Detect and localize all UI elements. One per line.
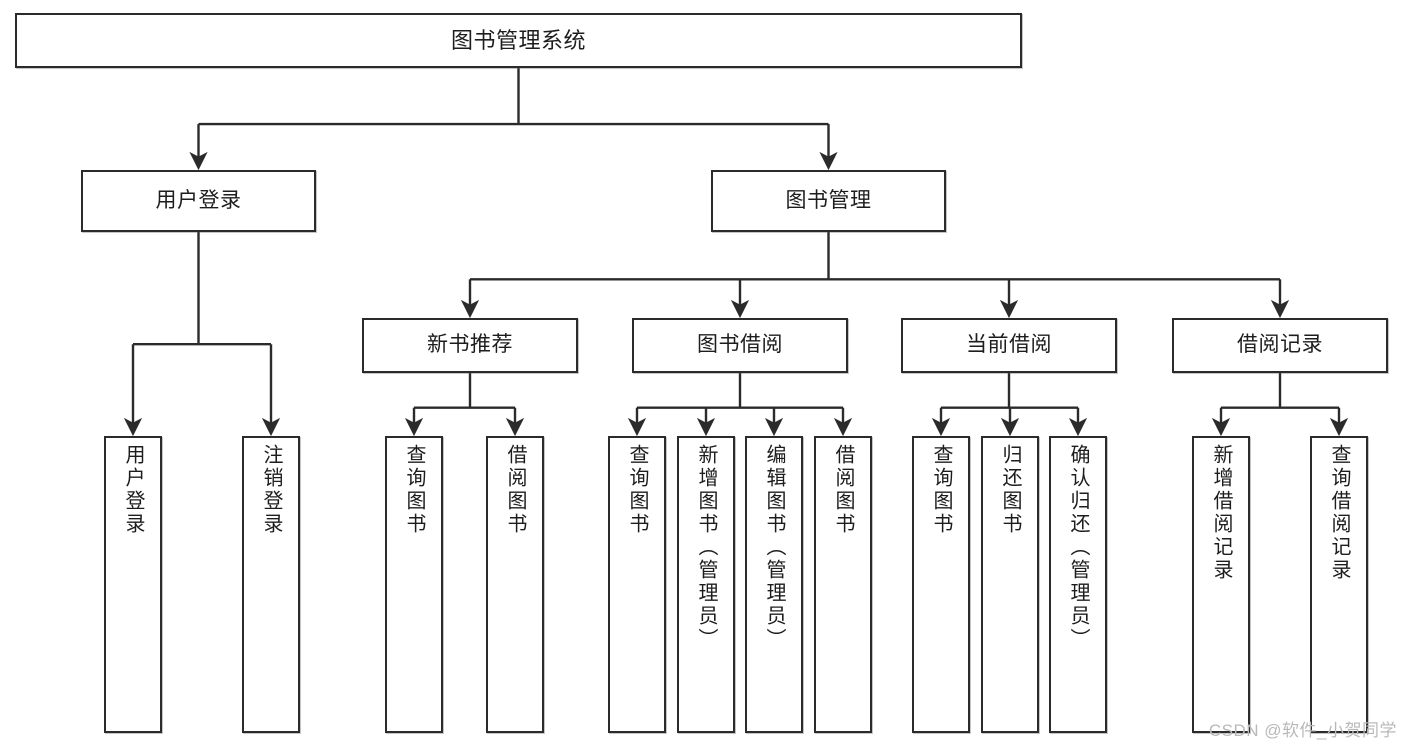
node-leaf-query-record-label: 查询借阅记录 xyxy=(1328,444,1350,582)
node-leaf-add-book-label: 新增图书（管理员） xyxy=(695,444,717,651)
node-book-borrow[interactable]: 图书借阅 xyxy=(632,318,848,373)
node-leaf-logout-label: 注销登录 xyxy=(260,444,282,536)
node-leaf-return-book-label: 归还图书 xyxy=(999,444,1021,536)
node-leaf-borrow-book-1[interactable]: 借阅图书 xyxy=(486,436,544,733)
node-leaf-logout[interactable]: 注销登录 xyxy=(242,436,300,733)
node-leaf-return-book[interactable]: 归还图书 xyxy=(981,436,1039,733)
node-root[interactable]: 图书管理系统 xyxy=(15,13,1022,68)
node-leaf-borrow-book-1-label: 借阅图书 xyxy=(504,444,526,536)
node-book-borrow-label: 图书借阅 xyxy=(697,333,783,357)
node-leaf-add-record[interactable]: 新增借阅记录 xyxy=(1192,436,1250,733)
node-current-borrow[interactable]: 当前借阅 xyxy=(901,318,1117,373)
node-leaf-query-book-3-label: 查询图书 xyxy=(930,444,952,536)
node-user-login[interactable]: 用户登录 xyxy=(81,170,316,232)
node-leaf-query-book-1-label: 查询图书 xyxy=(403,444,425,536)
node-current-borrow-label: 当前借阅 xyxy=(966,333,1052,357)
node-leaf-user-login-label: 用户登录 xyxy=(122,444,144,536)
node-leaf-confirm-return-label: 确认归还（管理员） xyxy=(1067,444,1089,651)
node-leaf-query-book-1[interactable]: 查询图书 xyxy=(385,436,443,733)
node-leaf-user-login[interactable]: 用户登录 xyxy=(104,436,162,733)
node-leaf-add-record-label: 新增借阅记录 xyxy=(1210,444,1232,582)
node-root-label: 图书管理系统 xyxy=(450,27,586,53)
node-new-book-recommend[interactable]: 新书推荐 xyxy=(362,318,578,373)
node-leaf-add-book[interactable]: 新增图书（管理员） xyxy=(677,436,735,733)
node-leaf-query-book-3[interactable]: 查询图书 xyxy=(912,436,970,733)
node-borrow-record-label: 借阅记录 xyxy=(1237,333,1323,357)
node-book-manage-label: 图书管理 xyxy=(785,188,872,212)
node-new-book-recommend-label: 新书推荐 xyxy=(427,333,513,357)
node-book-manage[interactable]: 图书管理 xyxy=(711,170,946,232)
node-leaf-borrow-book-2[interactable]: 借阅图书 xyxy=(814,436,872,733)
node-leaf-edit-book[interactable]: 编辑图书（管理员） xyxy=(745,436,803,733)
node-borrow-record[interactable]: 借阅记录 xyxy=(1172,318,1388,373)
node-user-login-label: 用户登录 xyxy=(155,188,242,212)
node-leaf-borrow-book-2-label: 借阅图书 xyxy=(832,444,854,536)
node-leaf-query-book-2[interactable]: 查询图书 xyxy=(608,436,666,733)
node-leaf-query-book-2-label: 查询图书 xyxy=(626,444,648,536)
node-leaf-query-record[interactable]: 查询借阅记录 xyxy=(1310,436,1368,733)
node-leaf-edit-book-label: 编辑图书（管理员） xyxy=(763,444,785,651)
node-leaf-confirm-return[interactable]: 确认归还（管理员） xyxy=(1049,436,1107,733)
